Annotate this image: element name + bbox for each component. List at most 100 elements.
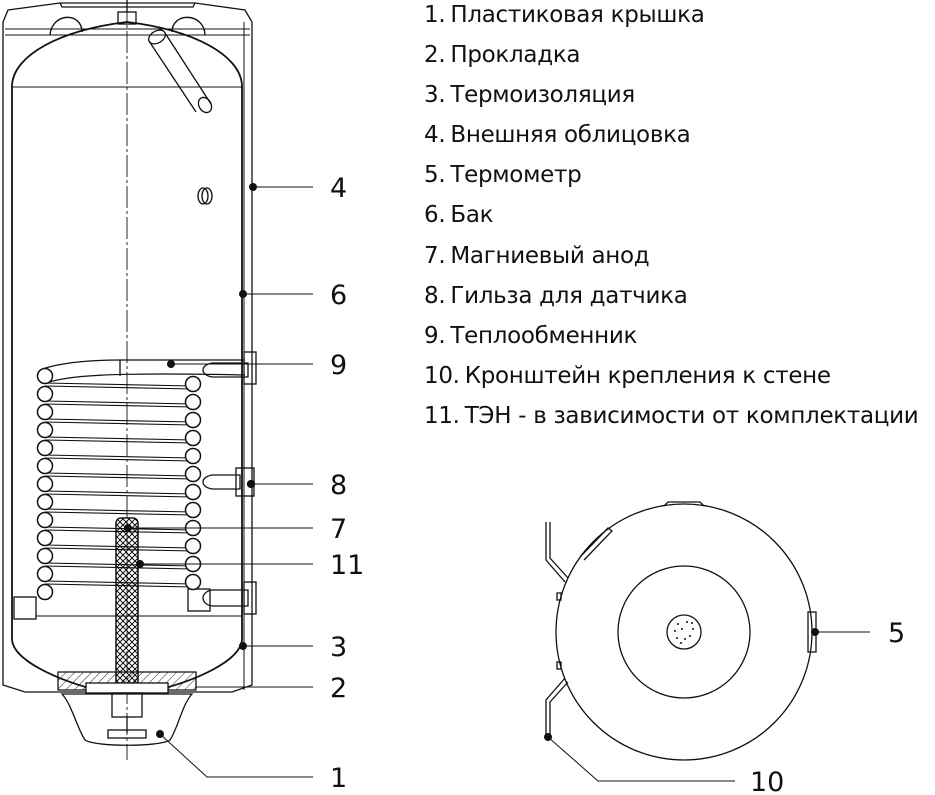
legend-item: 3.Термоизоляция xyxy=(424,80,918,120)
coil-tube xyxy=(44,454,194,459)
coil-tubes xyxy=(44,382,194,588)
legend-number: 4. xyxy=(424,122,446,149)
flange-hole xyxy=(677,623,679,625)
callout-7: 7 xyxy=(330,514,347,545)
coil-turn-left xyxy=(36,565,54,583)
coil-turn-left xyxy=(36,457,54,475)
coil-tube xyxy=(44,436,194,441)
coil-tube xyxy=(44,439,194,444)
coil-turn-right xyxy=(184,537,202,555)
callout-3: 3 xyxy=(330,632,347,663)
legend-number: 2. xyxy=(424,42,446,69)
coil-tube xyxy=(44,418,194,423)
legend-number: 9. xyxy=(424,322,446,349)
coil-turn-left xyxy=(36,493,54,511)
flange-holes xyxy=(674,621,694,644)
coil-turn-left xyxy=(36,439,54,457)
coil-tube xyxy=(44,421,194,426)
legend-item: 6.Бак xyxy=(424,200,918,240)
legend-label: Бак xyxy=(450,202,494,229)
legend-label: Теплообменник xyxy=(450,322,638,349)
legend-number: 8. xyxy=(424,282,446,309)
flange-hole xyxy=(689,635,691,637)
callout-6: 6 xyxy=(330,280,347,311)
coil-turn-right xyxy=(184,573,202,591)
legend-label: Гильза для датчика xyxy=(450,282,688,309)
wall-bracket-top xyxy=(545,522,566,583)
flange-hole xyxy=(684,638,686,640)
coil-tube xyxy=(44,508,194,513)
legend-number: 3. xyxy=(424,82,446,109)
connector-bottom xyxy=(187,581,257,615)
legend-item: 8.Гильза для датчика xyxy=(424,281,918,321)
callout-5: 5 xyxy=(888,618,905,649)
coil-turn-left xyxy=(36,583,54,601)
coil-turn-left xyxy=(36,475,54,493)
legend-item: 7.Магниевый анод xyxy=(424,241,918,281)
top-view-leaders xyxy=(544,628,870,782)
wall-bracket-bottom xyxy=(545,677,566,740)
legend-item: 5.Термометр xyxy=(424,160,918,200)
coil-turn-left xyxy=(36,367,54,385)
legend-label: Термометр xyxy=(450,162,582,189)
coil-turn-right xyxy=(184,465,202,483)
side-view-callouts: 4 6 9 8 7 11 3 2 1 xyxy=(330,173,364,794)
coil-turn-right xyxy=(184,429,202,447)
legend-number: 1. xyxy=(424,2,446,28)
callout-8: 8 xyxy=(330,470,347,501)
flange-hole xyxy=(680,642,682,644)
top-view xyxy=(545,501,817,761)
top-view-callouts: 5 10 xyxy=(750,618,905,795)
legend-item: 1.Пластиковая крышка xyxy=(424,0,918,40)
legend-label: ТЭН - в зависимости от комплектации xyxy=(464,402,919,429)
legend-label: Термоизоляция xyxy=(450,82,635,109)
coil-turn-left xyxy=(36,529,54,547)
coil-tube xyxy=(44,382,194,387)
flange-hole xyxy=(692,628,694,630)
flange-hole xyxy=(691,622,693,624)
outer-casing xyxy=(2,2,253,693)
legend-number: 7. xyxy=(424,242,446,269)
flange-hole xyxy=(674,630,676,632)
callout-11: 11 xyxy=(330,550,364,581)
thermometer-port xyxy=(197,187,213,205)
legend-number: 5. xyxy=(424,162,446,189)
legend-item: 4.Внешняя облицовка xyxy=(424,120,918,160)
coil-tube xyxy=(44,493,194,498)
coil-turn-left xyxy=(36,403,54,421)
flange-hole xyxy=(681,628,683,630)
coil-tube xyxy=(44,457,194,462)
connector-sensor xyxy=(202,467,256,497)
legend-label: Кронштейн крепления к стене xyxy=(464,362,831,389)
coil-tube xyxy=(44,475,194,480)
legend-label: Магниевый анод xyxy=(450,242,650,269)
legend-label: Прокладка xyxy=(450,42,581,69)
plastic-cover xyxy=(60,693,194,746)
coil-turn-left xyxy=(36,511,54,529)
callout-10: 10 xyxy=(750,767,784,795)
coil-turn-right xyxy=(184,483,202,501)
legend-item: 10.Кронштейн крепления к стене xyxy=(424,361,918,401)
coil-tube xyxy=(44,511,194,516)
legend-number: 10. xyxy=(424,362,460,389)
bottom-assembly xyxy=(57,671,197,746)
coil-turn-left xyxy=(36,385,54,403)
legend-label: Пластиковая крышка xyxy=(450,2,705,28)
coil-turn-left xyxy=(36,547,54,565)
connector-top xyxy=(202,351,257,385)
coil-turn-right xyxy=(184,393,202,411)
legend-item: 11.ТЭН - в зависимости от комплектации xyxy=(424,401,919,441)
legend-item: 9.Теплообменник xyxy=(424,321,918,361)
legend-number: 11. xyxy=(424,402,460,429)
coil-turn-right xyxy=(184,411,202,429)
coil-tube xyxy=(44,403,194,408)
legend-number: 6. xyxy=(424,202,446,229)
coil-turn-right xyxy=(184,501,202,519)
coil-tube xyxy=(44,490,194,495)
legend-item: 2.Прокладка xyxy=(424,40,918,80)
leader-lines xyxy=(124,183,313,778)
callout-9: 9 xyxy=(330,350,347,381)
legend-label: Внешняя облицовка xyxy=(450,122,691,149)
parts-legend: 1.Пластиковая крышка 2.Прокладка 3.Термо… xyxy=(424,0,919,441)
coil-tube xyxy=(44,472,194,477)
